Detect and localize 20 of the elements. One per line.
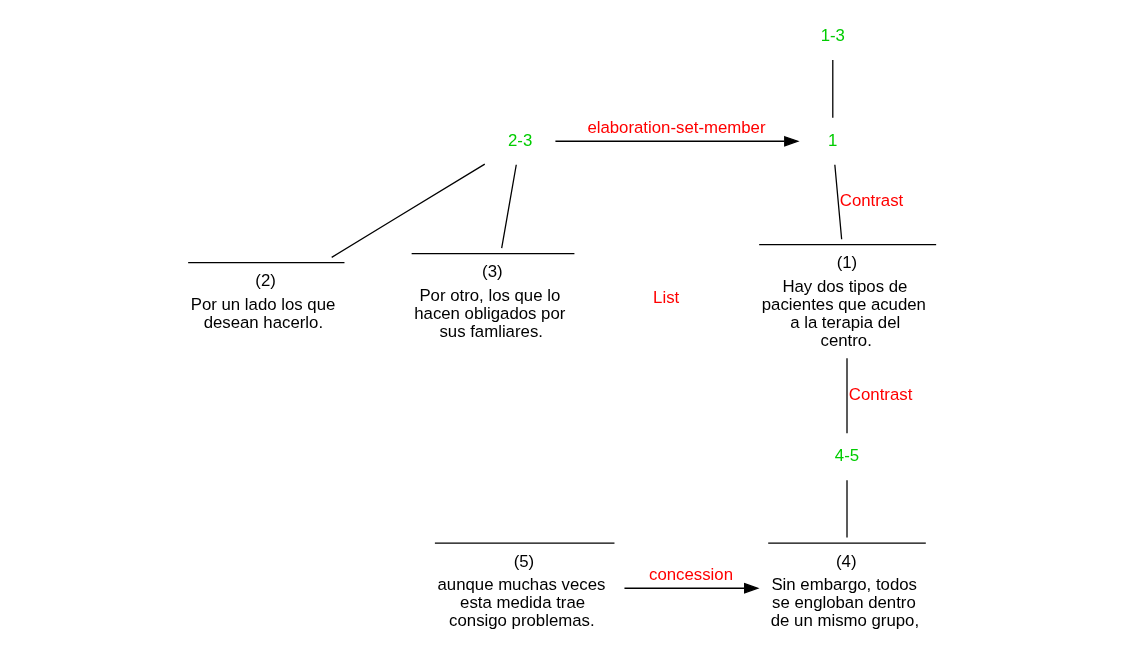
arrow (554, 135, 800, 147)
edge-label: Contrast (839, 191, 903, 211)
node-text: (2) Por un lado los que desean hacerlo. (190, 271, 335, 332)
node-text: 2-3 (507, 130, 532, 150)
node-text: 4-5 (834, 445, 859, 465)
arrow (623, 582, 760, 594)
node-text: (3) Por otro, los que lo hacen obligados por sus famliares. (413, 262, 565, 341)
node-text: (5) aunque muchas veces esta medida trae consigo problemas. (436, 551, 605, 631)
connector (833, 164, 842, 240)
edge-label: Contrast (848, 385, 912, 405)
node-text: (1) Hay dos tipos de pacientes que acuden a la terapia del centro. (761, 253, 926, 350)
node-text: 1-3 (820, 26, 845, 46)
connector (330, 163, 485, 258)
label: List (652, 288, 679, 308)
node-text: (4) Sin embargo, todos se engloban dentro de un mismo grupo, (770, 551, 919, 631)
edge-label: concession (648, 564, 733, 584)
node-text: 1 (827, 130, 837, 150)
connector (831, 59, 833, 119)
edge-label: elaboration-set-member (586, 117, 766, 137)
connector (500, 164, 517, 249)
